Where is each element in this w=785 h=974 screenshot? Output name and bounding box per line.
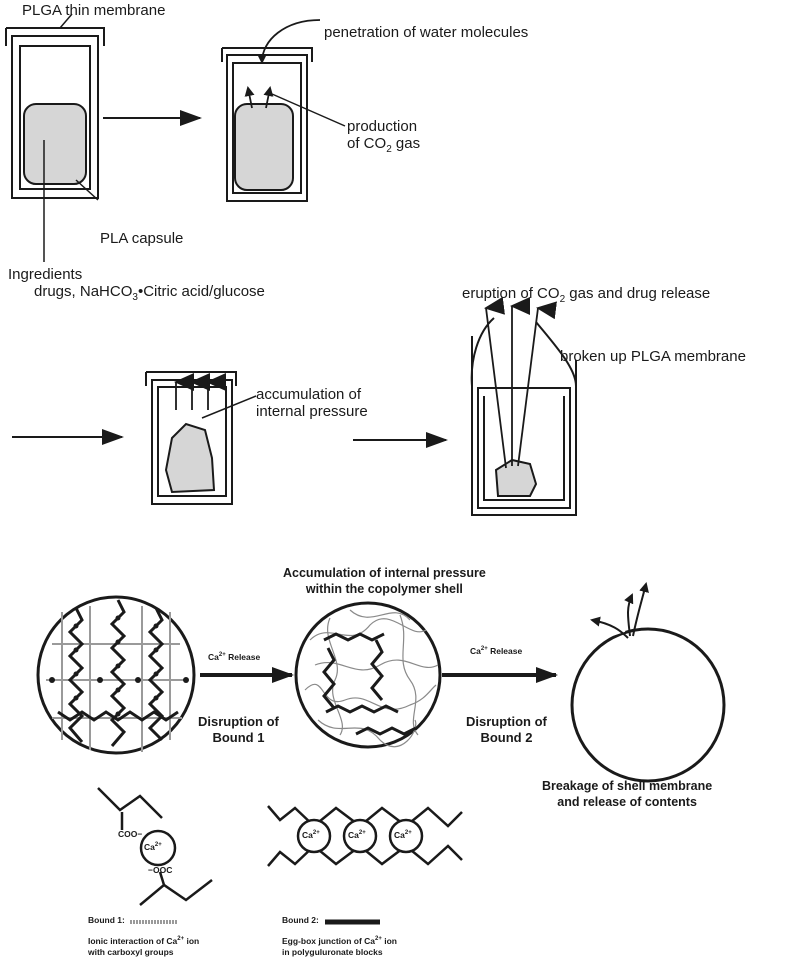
pla-capsule-label: PLA capsule <box>100 230 184 247</box>
eruption-label: eruption of CO2 gas and drug release <box>462 285 711 305</box>
polymer-network-icon <box>36 595 196 755</box>
coo-label: COO− <box>118 829 143 839</box>
penetration-label: penetration of water molecules <box>324 24 529 41</box>
water-arrow <box>257 19 321 64</box>
eruption-arrow-3 <box>517 301 557 467</box>
ca-ion-icon <box>296 818 424 854</box>
co2-arrow-b <box>263 86 274 109</box>
disruption-2-label: Disruption of Bound 2 <box>466 714 547 746</box>
capsule-2 <box>221 47 313 202</box>
production-label: production of CO2 gas <box>347 118 421 156</box>
leader-production <box>271 93 346 127</box>
bound2-title: Bound 2: <box>282 915 319 925</box>
ca-ion-label-1: Ca2+ <box>144 841 162 852</box>
plga-membrane-label: PLGA thin membrane <box>22 2 166 19</box>
leader-plga <box>59 13 73 29</box>
accumulation-title: Accumulation of internal pressure within… <box>283 566 486 597</box>
capsule-3 <box>145 371 237 505</box>
ca-ion-label-2: Ca2+ <box>302 829 320 840</box>
ca-release-2: Ca2+ Release <box>470 645 523 656</box>
accumulation-label: accumulation of internal pressure <box>256 386 368 421</box>
ca-ion-label-4: Ca2+ <box>394 829 412 840</box>
broken-membrane-right <box>535 321 577 387</box>
bound1-desc: Ionic interaction of Ca2+ ion with carbo… <box>88 936 200 958</box>
broken-membrane-label: broken up PLGA membrane <box>560 348 746 365</box>
eruption-arrow-1 <box>484 296 507 469</box>
ingredients-label: Ingredients drugs, NaHCO3•Citric acid/gl… <box>8 266 265 304</box>
bound2-desc: Egg-box junction of Ca2+ ion in polygulu… <box>282 936 397 958</box>
disruption-1-label: Disruption of Bound 1 <box>198 714 279 746</box>
capsule-1 <box>5 27 105 199</box>
broken-membrane-left <box>470 317 495 387</box>
ca-release-1: Ca2+ Release <box>208 651 261 662</box>
ca-ion-icon <box>139 829 177 867</box>
co2-arrow-a <box>244 86 255 109</box>
ooc-label: −OOC <box>148 865 173 875</box>
shell-circle-icon <box>570 582 726 783</box>
bound1-structure <box>97 787 213 906</box>
leader-accum <box>201 395 257 419</box>
breakage-label: Breakage of shell membrane and release o… <box>542 779 713 810</box>
ca-ion-label-3: Ca2+ <box>348 829 366 840</box>
bound1-title: Bound 1: <box>88 915 125 925</box>
polymer-network-icon <box>294 601 442 749</box>
leader-pla <box>75 179 99 201</box>
